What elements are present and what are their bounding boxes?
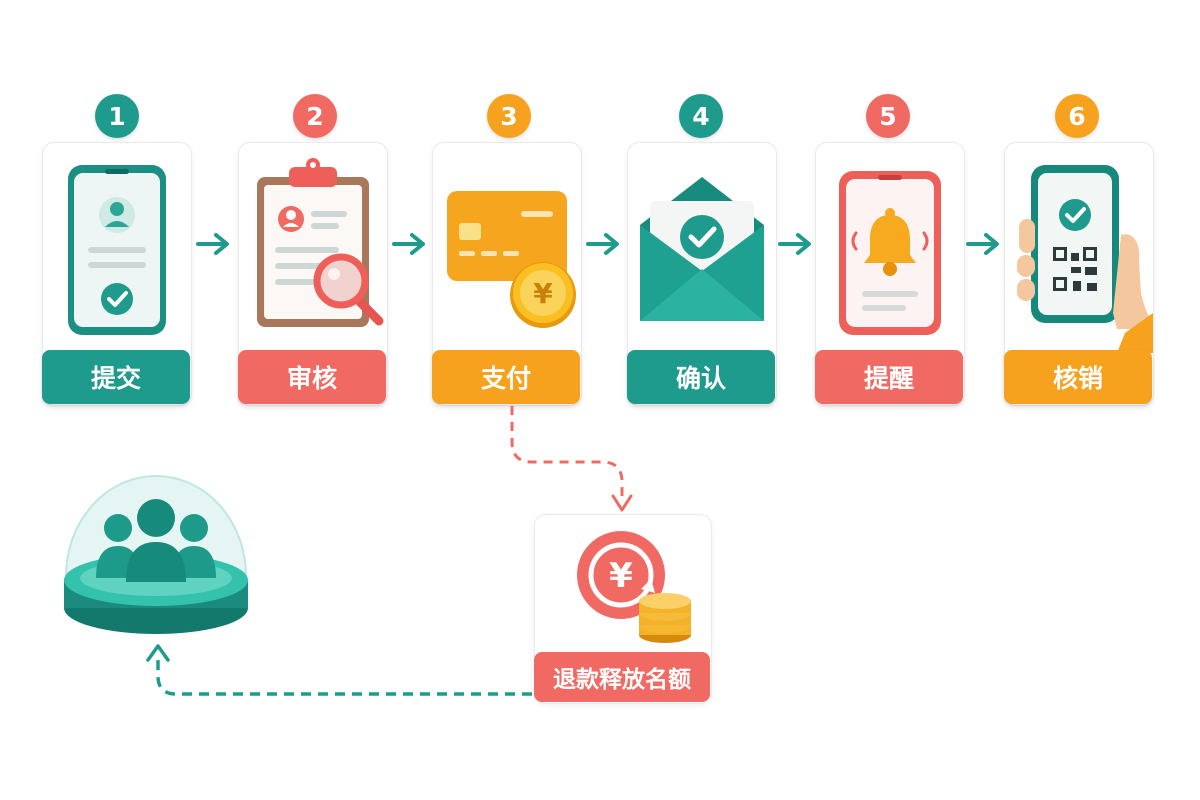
step-3-label: 支付 [432, 350, 580, 404]
arrow-right-icon [392, 233, 425, 255]
step-4-label: 确认 [627, 350, 775, 404]
step-2-label: 审核 [238, 350, 386, 404]
clipboard-magnifier-icon [257, 158, 384, 327]
envelope-check-icon [640, 177, 764, 321]
step-2-number-badge: 2 [293, 94, 337, 138]
arrow-right-icon [966, 233, 999, 255]
phone-bell-icon [839, 171, 941, 335]
refund-path-dashed-line [510, 406, 624, 502]
refund-label: 退款释放名额 [534, 652, 710, 702]
arrow-right-icon [586, 233, 619, 255]
step-6-number-badge: 6 [1055, 94, 1099, 138]
svg-text:¥: ¥ [533, 277, 553, 310]
step-1-label: 提交 [42, 350, 190, 404]
user-group-pedestal-icon [64, 475, 248, 634]
return-path-dashed-line [156, 654, 532, 696]
arrow-right-icon [196, 233, 229, 255]
phone-user-check-icon [68, 165, 166, 335]
step-6-label: 核销 [1004, 350, 1152, 404]
step-5-number-badge: 5 [866, 94, 910, 138]
svg-text:¥: ¥ [609, 556, 633, 596]
step-4-number-badge: 4 [679, 94, 723, 138]
step-1-number-badge: 1 [95, 94, 139, 138]
refund-path-arrowhead [611, 494, 633, 512]
step-5-label: 提醒 [815, 350, 963, 404]
phone-qr-hand-icon [1017, 165, 1155, 353]
step-3-number-badge: 3 [487, 94, 531, 138]
arrow-right-icon [778, 233, 811, 255]
return-path-arrowhead [146, 644, 170, 662]
yen-refund-coins-icon: ¥ [577, 531, 691, 643]
card-yen-coin-icon: ¥ [447, 191, 576, 328]
